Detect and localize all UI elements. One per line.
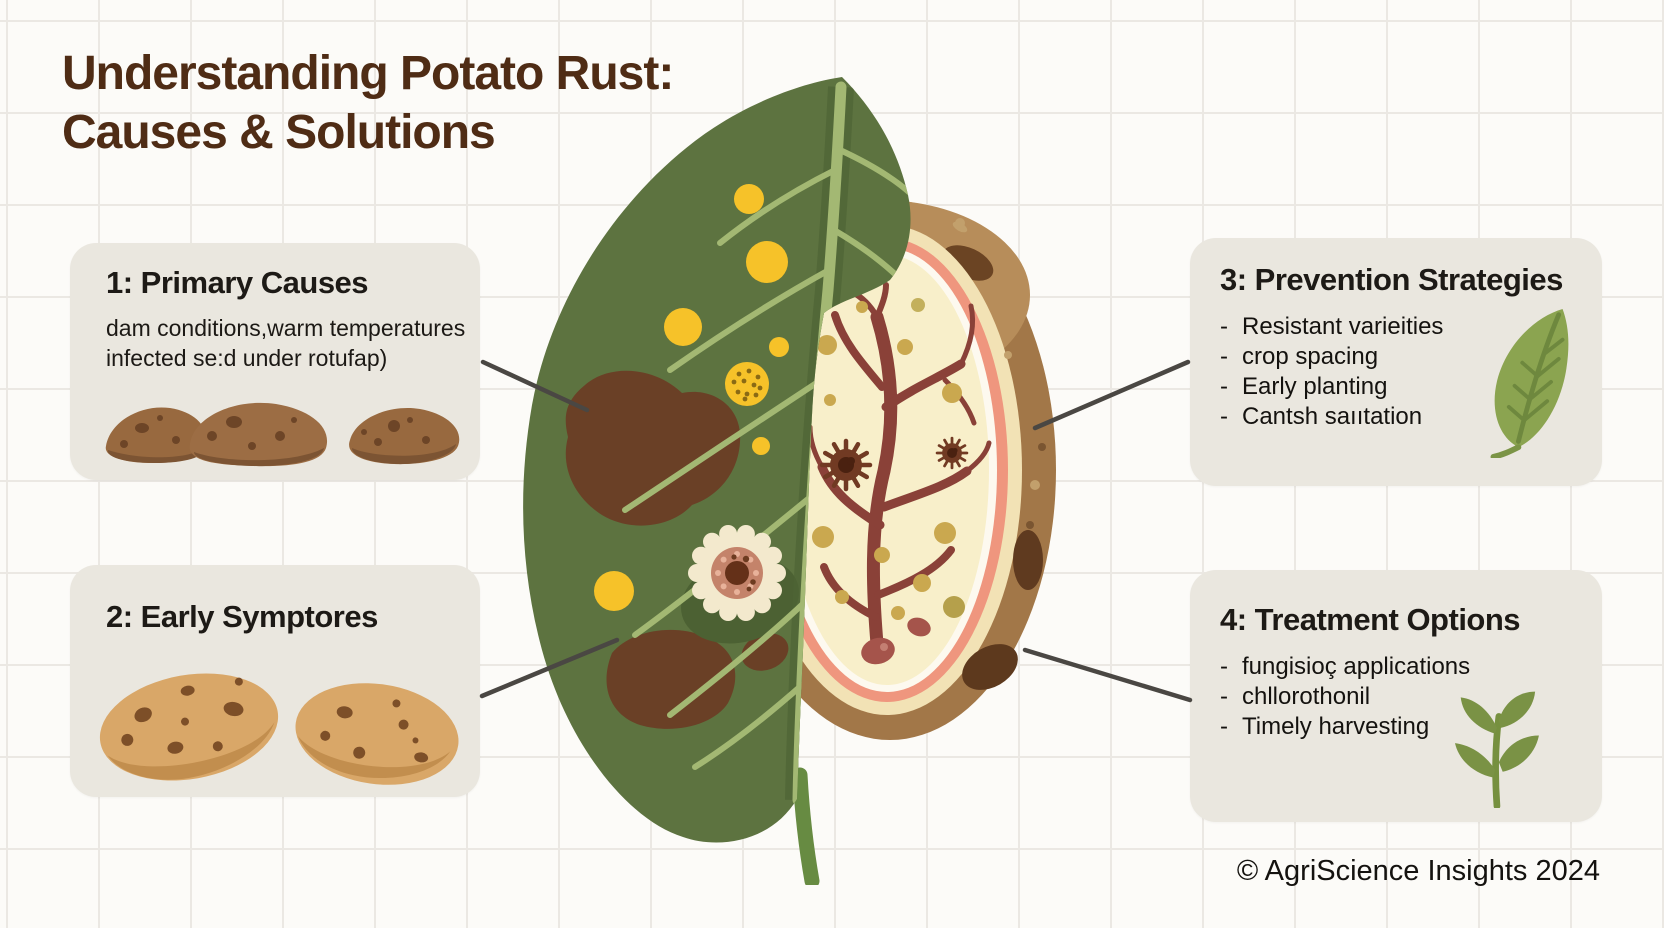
prevention-bullet-list: -Resistant varieities -crop spacing -Ear… — [1190, 312, 1602, 432]
card-prevention-heading: 3: Prevention Strategies — [1220, 262, 1563, 297]
copyright-text: © AgriScience Insights 2024 — [1236, 855, 1600, 887]
list-item: -Resistant varieities — [1220, 313, 1444, 340]
list-item: -chllorothonil — [1220, 683, 1371, 710]
card-primary-causes-body-line1: dam conditions,warm temperatures — [106, 315, 466, 341]
list-item: -crop spacing — [1220, 343, 1379, 370]
card-treatment: 4: Treatment Options -fungisioç applicat… — [1190, 570, 1602, 822]
seedling-sprout-icon — [1454, 691, 1539, 808]
card-treatment-heading: 4: Treatment Options — [1220, 602, 1521, 637]
list-item: -Timely harvesting — [1220, 713, 1430, 740]
page-title-line1: Understanding Potato Rust: — [62, 47, 674, 100]
rust-spore-icon — [935, 436, 969, 470]
leaf-potato-cross-section-illustration — [523, 77, 1056, 885]
card-primary-causes-heading: 1: Primary Causes — [106, 265, 369, 300]
card-primary-causes: 1: Primary Causes dam conditions,warm te… — [70, 243, 480, 480]
treatment-bullet-list: -fungisioç applications -chllorothonil -… — [1190, 652, 1602, 742]
card-primary-causes-body: dam conditions,warm temperatures infecte… — [70, 301, 480, 373]
spotted-potatoes-icon — [99, 673, 459, 785]
leaf-icon — [1490, 308, 1569, 458]
page-title-line2: Causes & Solutions — [62, 106, 496, 159]
leaf-stem — [792, 767, 820, 885]
rust-spore-icon — [819, 438, 873, 492]
rotting-tubers-icon — [105, 402, 460, 467]
list-item: -Cantsh saııtation — [1220, 403, 1423, 430]
card-primary-causes-body-line2: infected se:d under rotufap) — [106, 345, 388, 371]
list-item: -Early planting — [1220, 373, 1388, 400]
card-prevention: 3: Prevention Strategies -Resistant vari… — [1190, 238, 1602, 486]
list-item: -fungisioç applications — [1220, 653, 1471, 680]
card-early-symptoms: 2: Early Symptores — [70, 565, 480, 797]
page-title: Understanding Potato Rust: Causes & Solu… — [62, 44, 674, 162]
card-early-symptoms-heading: 2: Early Symptores — [106, 599, 378, 634]
pustule-icon — [688, 525, 786, 621]
